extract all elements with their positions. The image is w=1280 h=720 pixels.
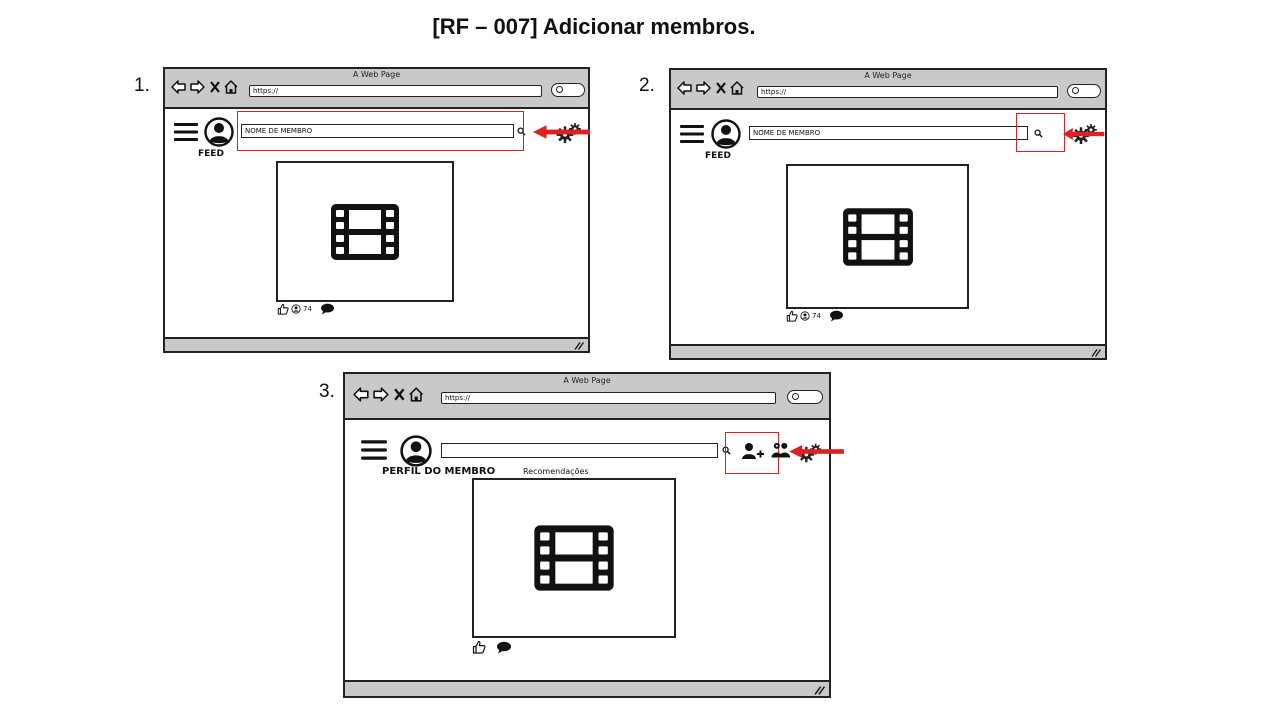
media-placeholder[interactable] [276, 161, 454, 302]
step-number-3: 3. [319, 381, 335, 402]
group-icon[interactable] [771, 441, 791, 459]
speech-bubble-icon[interactable] [829, 310, 844, 322]
red-arrow-icon [789, 445, 845, 458]
browser-nav-icons[interactable] [676, 80, 752, 96]
film-icon [329, 202, 401, 262]
thumbs-up-icon[interactable] [277, 303, 289, 315]
window-statusbar [165, 337, 588, 351]
thumbs-up-icon[interactable] [472, 640, 486, 654]
wireframe-window-3: A Web Page https:// PERFIL DO MEMBRO Rec… [343, 372, 831, 698]
user-small-icon [291, 304, 301, 314]
user-small-icon [800, 311, 810, 321]
thumbs-up-icon[interactable] [786, 310, 798, 322]
hamburger-menu-icon[interactable] [360, 438, 388, 462]
resize-grip-icon[interactable] [814, 686, 825, 695]
user-avatar-icon[interactable] [204, 117, 234, 147]
film-icon [841, 206, 915, 268]
window-titlebar: A Web Page https:// [671, 70, 1105, 110]
film-icon [532, 523, 616, 593]
step-number-2: 2. [639, 75, 655, 96]
address-bar[interactable]: https:// [441, 392, 776, 404]
search-icon [792, 393, 799, 400]
wireframe-window-1: A Web Page https:// FEED NOME DE MEMBRO … [163, 67, 590, 353]
page-title: [RF – 007] Adicionar membros. [432, 14, 756, 39]
browser-nav-icons[interactable] [352, 386, 432, 403]
red-arrow-icon [533, 125, 591, 139]
browser-nav-icons[interactable] [170, 79, 246, 95]
window-title: A Web Page [563, 376, 611, 385]
search-icon [1072, 87, 1079, 94]
red-arrow-icon [1063, 128, 1105, 140]
speech-bubble-icon[interactable] [320, 303, 335, 315]
window-titlebar: A Web Page https:// [165, 69, 588, 109]
user-avatar-icon[interactable] [400, 435, 432, 467]
hamburger-menu-icon[interactable] [679, 123, 705, 145]
address-bar[interactable]: https:// [249, 85, 542, 97]
browser-search-pill[interactable] [551, 83, 585, 97]
browser-search-pill[interactable] [1067, 84, 1101, 98]
member-search-input[interactable] [441, 443, 718, 458]
like-count: 74 [303, 305, 312, 313]
address-bar[interactable]: https:// [757, 86, 1058, 98]
media-placeholder[interactable] [472, 478, 676, 638]
resize-grip-icon[interactable] [574, 342, 584, 350]
resize-grip-icon[interactable] [1091, 349, 1101, 357]
window-title: A Web Page [352, 70, 401, 79]
member-search-input[interactable]: NOME DE MEMBRO [241, 124, 514, 138]
hamburger-menu-icon[interactable] [173, 121, 199, 143]
highlight-box [1016, 113, 1065, 152]
reaction-bar [472, 640, 512, 654]
search-icon[interactable] [1034, 129, 1043, 138]
browser-search-pill[interactable] [787, 390, 823, 404]
user-avatar-icon[interactable] [711, 119, 741, 149]
page-label: FEED [198, 149, 224, 159]
reaction-bar: 74 [277, 303, 335, 315]
speech-bubble-icon[interactable] [496, 641, 512, 654]
window-titlebar: A Web Page https:// [345, 374, 829, 420]
highlight-box [237, 111, 524, 151]
window-title: A Web Page [864, 71, 912, 80]
page-label: FEED [705, 151, 731, 161]
media-placeholder[interactable] [786, 164, 969, 309]
step-number-1: 1. [134, 75, 150, 96]
member-search-input[interactable]: NOME DE MEMBRO [749, 126, 1028, 140]
search-icon [556, 86, 563, 93]
reaction-bar: 74 [786, 310, 844, 322]
window-statusbar [671, 344, 1105, 358]
page-label: PERFIL DO MEMBRO [382, 466, 496, 477]
section-label: Recomendações [523, 467, 589, 476]
like-count: 74 [812, 312, 821, 320]
wireframe-window-2: A Web Page https:// FEED NOME DE MEMBRO … [669, 68, 1107, 360]
add-user-icon[interactable] [741, 442, 765, 460]
window-statusbar [345, 680, 829, 696]
